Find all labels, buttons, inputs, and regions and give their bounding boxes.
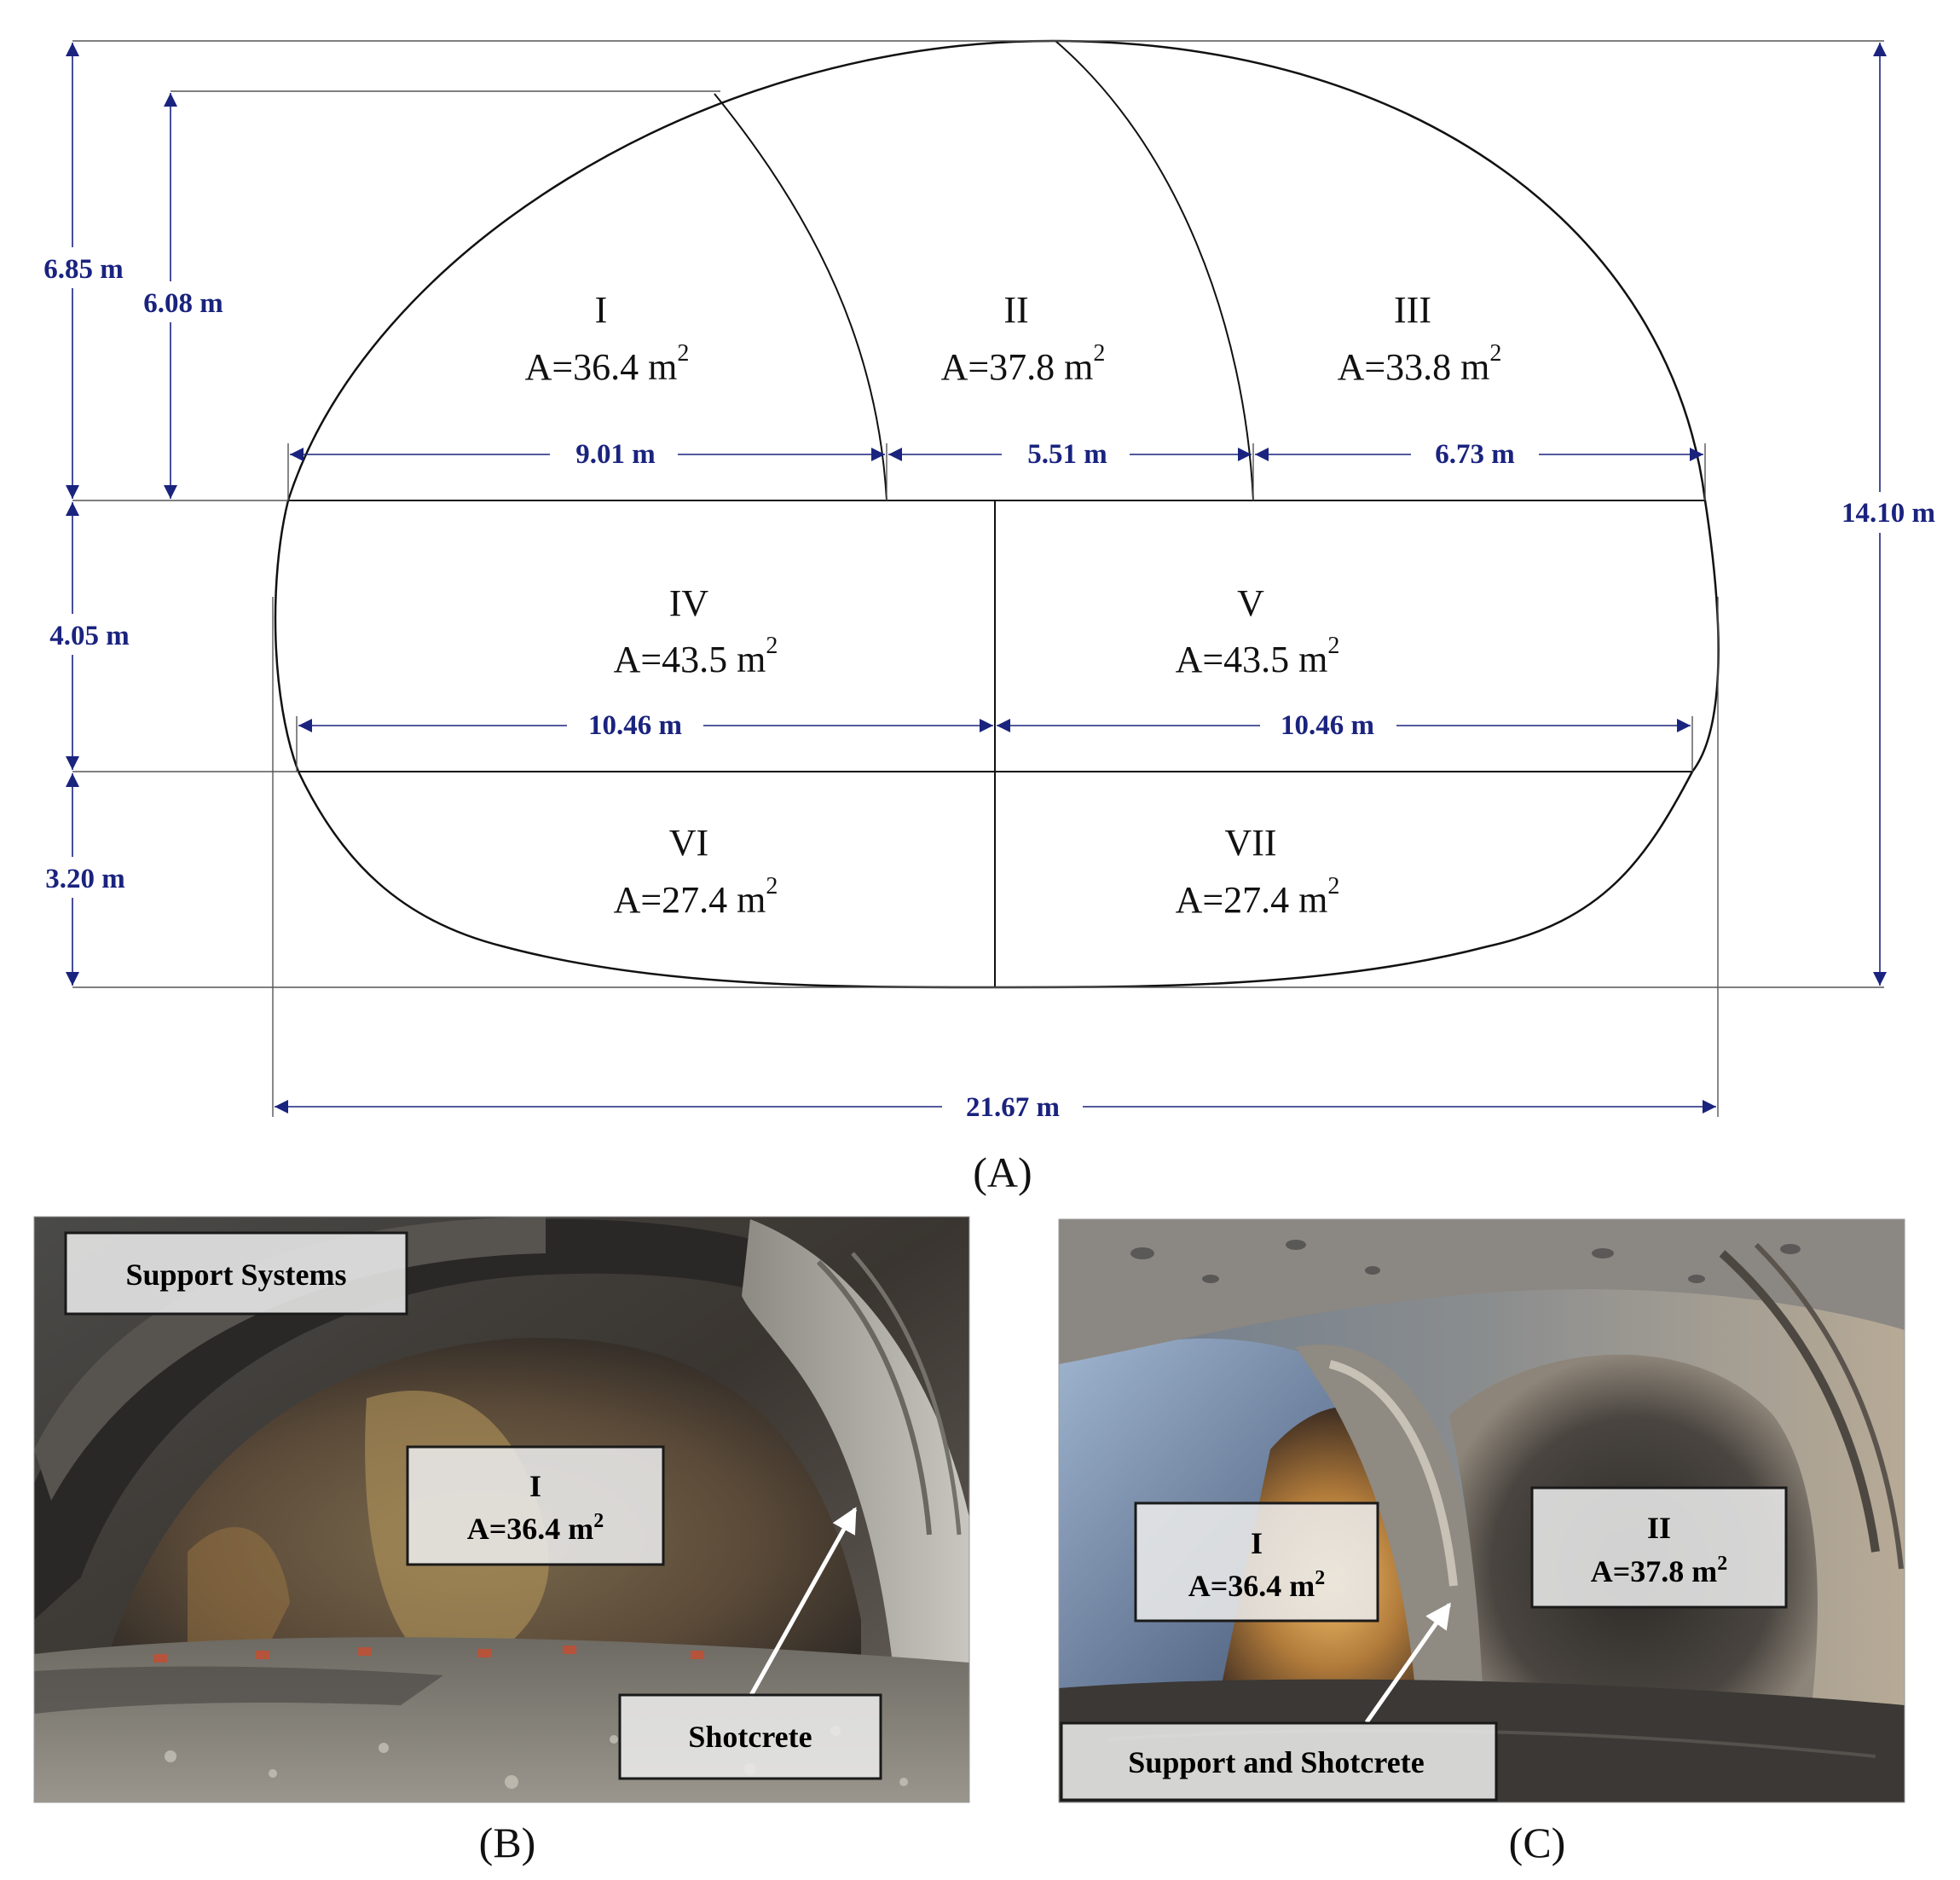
tag-shotcrete: Shotcrete	[618, 1693, 882, 1780]
section-II-label: II A=37.8 m2	[941, 289, 1106, 388]
svg-text:Shotcrete: Shotcrete	[688, 1720, 812, 1754]
caption-c: (C)	[1509, 1819, 1566, 1866]
shotcrete-arrow	[748, 1507, 858, 1698]
dim-label-9-01: 9.01 m	[575, 439, 656, 470]
dim-label-10-46-right: 10.46 m	[1281, 710, 1374, 741]
dim-label-4-05: 4.05 m	[49, 621, 130, 651]
dim-label-10-46-left: 10.46 m	[588, 710, 682, 741]
svg-text:I: I	[595, 289, 608, 331]
section-V-label: V A=43.5 m2	[1176, 582, 1340, 680]
caption-b: (B)	[479, 1819, 536, 1866]
dim-label-6-73: 6.73 m	[1435, 439, 1515, 470]
tunnel-outline	[274, 39, 1720, 989]
support-shotcrete-arrow	[1364, 1602, 1452, 1724]
svg-text:II: II	[1647, 1511, 1671, 1545]
svg-text:A=27.4 m2: A=27.4 m2	[1176, 873, 1340, 921]
svg-text:A=37.8 m2: A=37.8 m2	[941, 340, 1106, 388]
dim-label-5-51: 5.51 m	[1027, 439, 1107, 470]
tag-section-I-c: I A=36.4 m2	[1134, 1501, 1379, 1623]
svg-text:Support and Shotcrete: Support and Shotcrete	[1128, 1745, 1424, 1779]
section-I-label: I A=36.4 m2	[525, 289, 690, 388]
dim-label-21-67: 21.67 m	[966, 1092, 1060, 1123]
svg-text:II: II	[1003, 289, 1028, 331]
tag-section-II-c: II A=37.8 m2	[1530, 1486, 1788, 1609]
svg-text:A=43.5 m2: A=43.5 m2	[614, 633, 778, 680]
tag-support-and-shotcrete: Support and Shotcrete	[1060, 1721, 1498, 1802]
photo-b-frame	[33, 1216, 970, 1803]
svg-text:VI: VI	[669, 822, 708, 864]
svg-text:A=37.8 m2: A=37.8 m2	[1591, 1553, 1728, 1588]
dimension-labels: 6.85 m 6.08 m 4.05 m 3.20 m 14.10 m 9.01…	[26, 247, 1948, 1125]
svg-text:A=36.4 m2: A=36.4 m2	[467, 1510, 604, 1546]
svg-text:A=27.4 m2: A=27.4 m2	[614, 873, 778, 921]
svg-text:A=36.4 m2: A=36.4 m2	[1188, 1567, 1326, 1603]
dim-label-14-10: 14.10 m	[1841, 498, 1935, 529]
svg-text:V: V	[1237, 582, 1264, 624]
svg-text:A=33.8 m2: A=33.8 m2	[1338, 340, 1502, 388]
svg-text:I: I	[529, 1469, 541, 1503]
svg-text:IV: IV	[669, 582, 709, 624]
dimension-lines	[72, 40, 1884, 1117]
tunnel-cross-section: I A=36.4 m2 II A=37.8 m2 III A=33.8 m2 I…	[274, 39, 1720, 989]
svg-text:Support Systems: Support Systems	[125, 1258, 346, 1292]
tag-support-systems: Support Systems	[64, 1231, 408, 1316]
section-VII-label: VII A=27.4 m2	[1176, 822, 1340, 921]
dim-label-6-85: 6.85 m	[43, 254, 124, 285]
heading-divider-1	[714, 93, 887, 501]
heading-divider-2	[1055, 40, 1254, 501]
svg-text:A=43.5 m2: A=43.5 m2	[1176, 633, 1340, 680]
dim-label-6-08: 6.08 m	[143, 288, 223, 319]
section-IV-label: IV A=43.5 m2	[614, 582, 778, 680]
svg-text:A=36.4 m2: A=36.4 m2	[525, 340, 690, 388]
svg-text:I: I	[1251, 1526, 1263, 1560]
svg-text:III: III	[1394, 289, 1431, 331]
tag-section-I-b: I A=36.4 m2	[406, 1445, 665, 1566]
dimension-arrows	[66, 43, 1887, 1114]
dim-label-3-20: 3.20 m	[45, 864, 125, 894]
caption-a: (A)	[973, 1148, 1032, 1196]
photo-c-frame	[1058, 1218, 1905, 1803]
svg-text:VII: VII	[1224, 822, 1276, 864]
section-VI-label: VI A=27.4 m2	[614, 822, 778, 921]
section-III-label: III A=33.8 m2	[1338, 289, 1502, 388]
